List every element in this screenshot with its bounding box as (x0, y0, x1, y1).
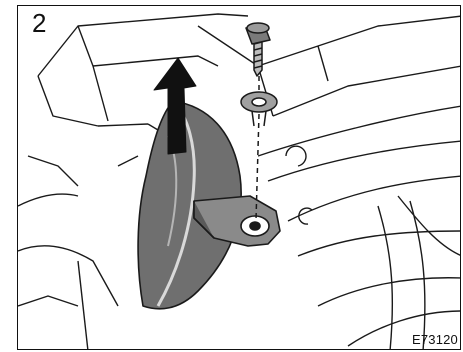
diagram-frame: 2 E73120 (17, 5, 461, 350)
washer (241, 92, 277, 126)
horn-removal-illustration (18, 6, 461, 350)
step-number: 2 (32, 10, 46, 36)
bolt (246, 23, 270, 76)
figure-code: E73120 (412, 332, 458, 347)
